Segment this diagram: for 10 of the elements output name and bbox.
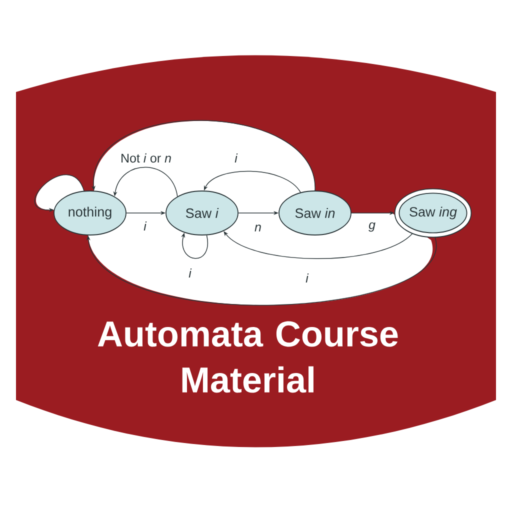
edge-label: i [188,268,192,278]
edge-label: n [254,224,261,232]
edge-label: Not i or n [122,153,171,163]
edge-label: g [368,222,376,232]
title: Automata Course Material [98,321,398,393]
edge-label: i [306,273,309,283]
edge-label: i [144,221,147,231]
accepting-state: Saw ing [394,188,472,238]
edge-label: i [234,153,238,163]
transition-arrow [204,170,301,193]
